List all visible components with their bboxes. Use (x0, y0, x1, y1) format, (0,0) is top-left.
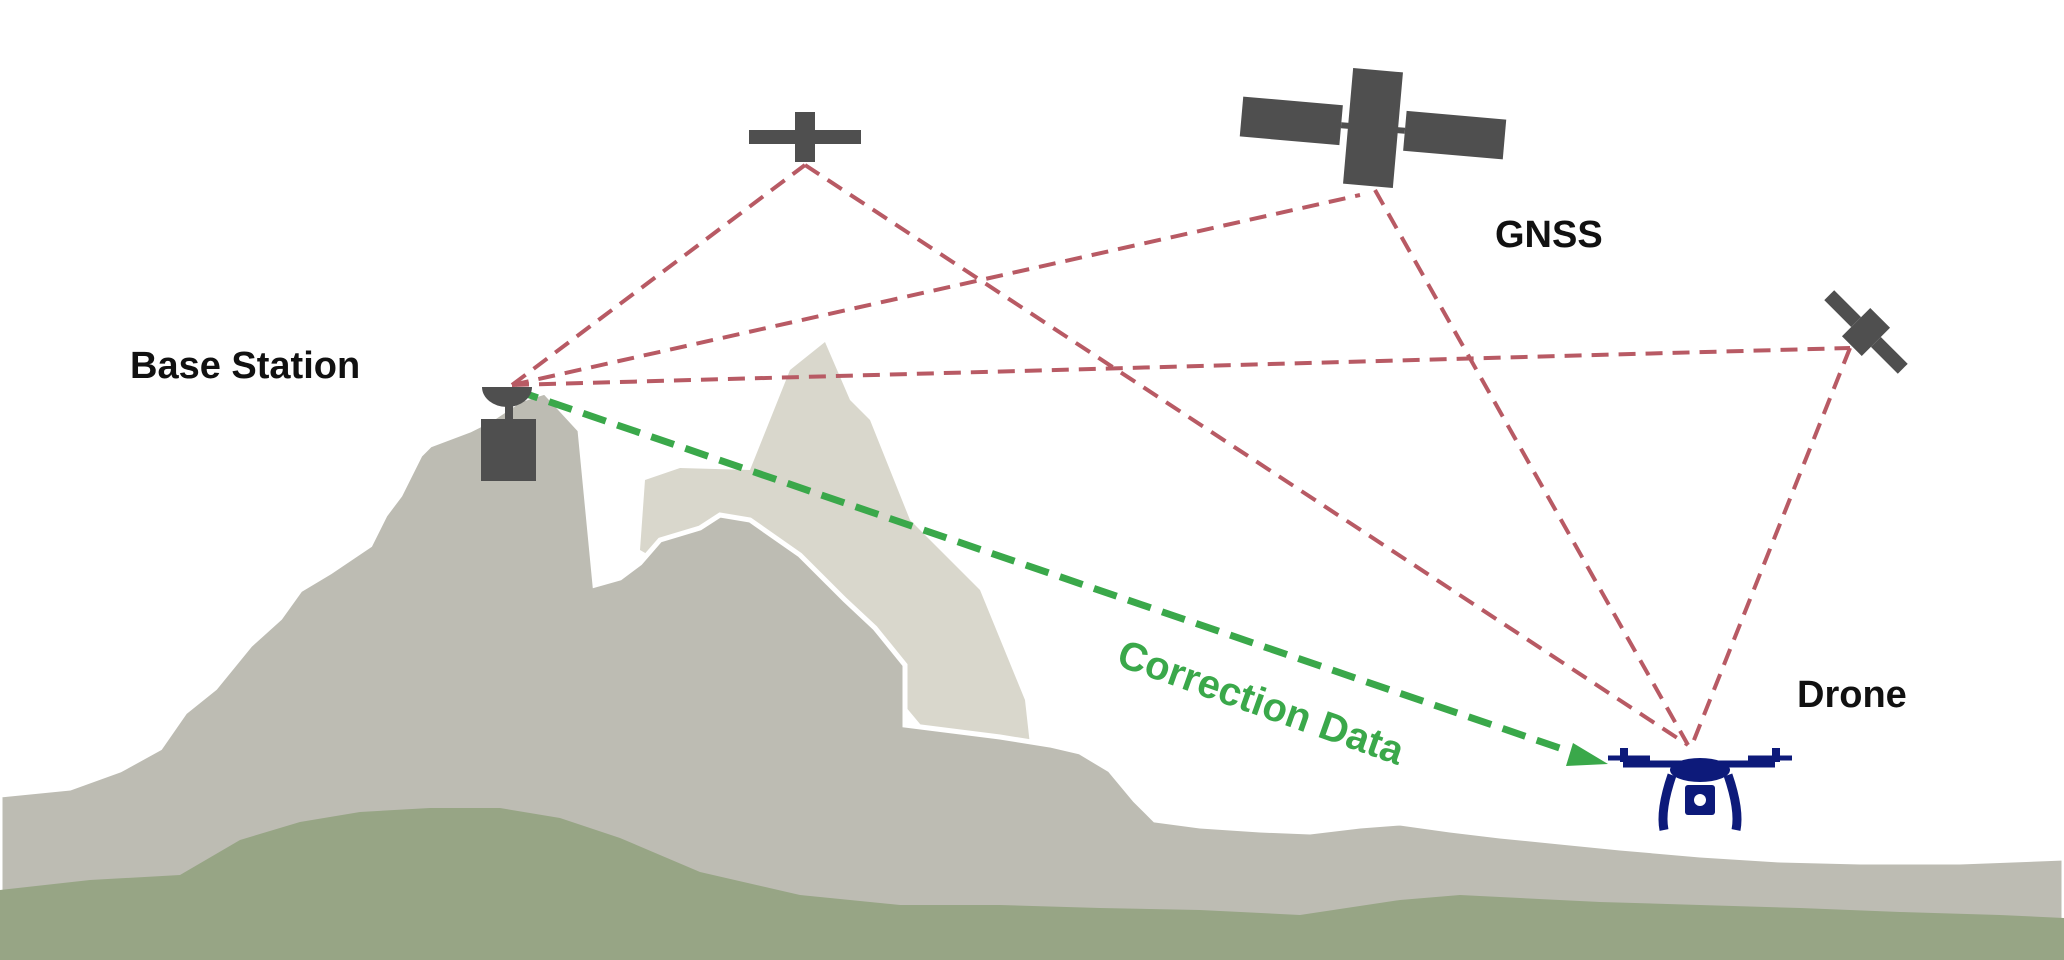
correction-data-link (513, 386, 1608, 766)
mountain-light (640, 342, 1030, 760)
signal-line (511, 193, 1361, 387)
terrain (0, 342, 2064, 960)
gnss-signal-lines (510, 163, 1852, 747)
satellite-icon (1824, 290, 1908, 374)
signal-line (1373, 189, 1690, 746)
signal-line (1690, 347, 1852, 746)
correction-data-label: Correction Data (1112, 632, 1410, 774)
satellite-icon (749, 112, 861, 162)
signal-line (510, 163, 807, 387)
base-station-label: Base Station (130, 345, 360, 387)
satellite-icon (1239, 68, 1507, 188)
base-station-antenna-icon (481, 387, 536, 481)
correction-arrowhead (1566, 743, 1608, 766)
drone-icon (1608, 748, 1792, 831)
signal-line (511, 346, 1851, 387)
gnss-label: GNSS (1495, 214, 1603, 256)
correction-line (513, 386, 1582, 759)
drone-label: Drone (1797, 674, 1907, 716)
grassland (0, 808, 2064, 960)
signal-line (803, 163, 1690, 747)
